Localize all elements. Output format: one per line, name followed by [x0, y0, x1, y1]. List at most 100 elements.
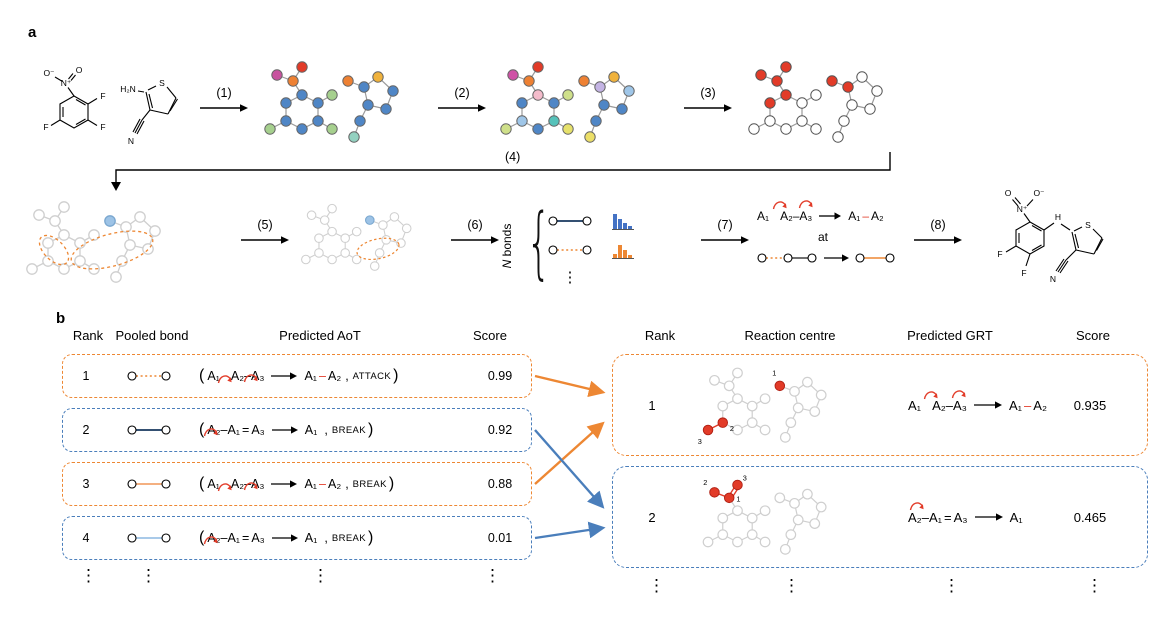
- bond-rewrite-pictogram: [757, 253, 895, 263]
- bond-score-histogram-orange-icon: [612, 245, 634, 259]
- red-curved-arrow-icon: [203, 426, 219, 437]
- svg-text:F: F: [100, 91, 105, 101]
- aot-type-label: ATTACK: [352, 370, 392, 382]
- brace-glyph: {: [526, 198, 552, 288]
- red-curved-arrow-icon: [217, 373, 233, 384]
- aot-row-1: 1 ( A₁ A₂–A₃ A₁–A₂ , ATTACK ) 0.99: [62, 354, 532, 398]
- header-predicted-grt: Predicted GRT: [907, 328, 993, 343]
- product-a1: A₁: [304, 531, 318, 545]
- arrow-right-icon: [819, 211, 842, 221]
- svg-text:O⁻: O⁻: [1033, 188, 1045, 198]
- aot-row-4: 4 ( A₂–A₁=A₃ A₁ , BREAK ) 0.01: [62, 516, 532, 560]
- arrow-right-icon: [271, 533, 298, 543]
- product-structure: N⁺ O O⁻ H S F F N: [997, 188, 1104, 284]
- panel-a-label: a: [28, 24, 37, 41]
- reaction-atom-1: [774, 380, 786, 392]
- reaction-atom-3: [732, 479, 743, 491]
- red-curved-arrow-icon: [243, 372, 259, 383]
- paren-open: (: [199, 367, 205, 384]
- svg-text:F: F: [997, 249, 1002, 259]
- arrow-right-icon: [241, 236, 289, 244]
- product-a1: A₁: [848, 209, 861, 223]
- header-predicted-aot: Predicted AoT: [279, 328, 361, 343]
- ellipsis: ⋮: [562, 269, 578, 286]
- candidate-bond-ellipse: [38, 234, 70, 266]
- product-a1: A₁: [304, 369, 318, 383]
- svg-text:N⁺: N⁺: [1017, 204, 1028, 214]
- atom-a3: A₃: [953, 509, 968, 525]
- paren-close: ): [368, 421, 374, 438]
- double-bond: =: [944, 509, 952, 525]
- svg-text:S: S: [159, 78, 165, 88]
- product-a2: A₂: [871, 209, 884, 223]
- red-curved-arrow-icon: [798, 198, 814, 209]
- reaction-centre-graph-1: 3 2 1: [698, 367, 827, 446]
- predicted-grt-expression: A₂–A₁=A₃ A₁: [907, 501, 1024, 525]
- step-2: (2): [436, 86, 488, 113]
- paren-close: ): [368, 529, 374, 546]
- product-a2: A₂: [1033, 397, 1047, 413]
- panel-b-label: b: [56, 310, 66, 327]
- step-6: (6): [450, 218, 500, 245]
- product-a1: A₁: [1009, 509, 1023, 525]
- orange-arrow: [534, 421, 605, 485]
- step-2-label: (2): [454, 86, 470, 100]
- product-a2: A₂: [327, 477, 342, 491]
- comma: ,: [324, 423, 328, 437]
- score-value: 0.92: [487, 423, 513, 437]
- paren-close: ): [393, 367, 399, 384]
- predicted-aot-expression: ( A₂–A₁=A₃ A₁ , BREAK ): [189, 422, 469, 438]
- svg-text:F: F: [43, 122, 48, 132]
- product-a1: A₁: [304, 423, 318, 437]
- rank-value: 1: [648, 397, 656, 413]
- svg-text:H: H: [1055, 212, 1061, 222]
- reaction-atom-2: [717, 417, 729, 428]
- bond-a2a3: A₂–A₃: [780, 209, 813, 223]
- paren-close: ): [388, 475, 395, 492]
- attention-graphs-step3: [748, 61, 883, 143]
- rank-value: 1: [82, 369, 90, 383]
- step-5: (5): [240, 218, 290, 245]
- svg-text:1: 1: [736, 495, 740, 504]
- red-curved-arrow-icon: [923, 389, 939, 400]
- double-bond: =: [242, 423, 250, 437]
- comma: ,: [345, 369, 349, 383]
- atom-a1: A₁: [908, 397, 922, 413]
- step-6-label: (6): [467, 218, 483, 232]
- score-value: 0.99: [487, 369, 513, 383]
- header-reaction-centre: Reaction centre: [744, 328, 836, 343]
- blue-arrow: [534, 521, 606, 540]
- step-7: (7): [700, 218, 750, 245]
- ellipsis: ⋮: [943, 576, 960, 595]
- red-curved-arrow-icon: [203, 534, 219, 545]
- comma: ,: [345, 477, 349, 491]
- rank-value: 4: [82, 531, 90, 545]
- arrow-right-icon: [973, 400, 1002, 410]
- aot-template-expression: A₁ A₂–A₃ A₁–A₂: [756, 200, 912, 226]
- rank-mapping-arrows: [534, 374, 606, 540]
- aot-type-label: BREAK: [331, 532, 367, 544]
- arrow-right-icon: [271, 425, 298, 435]
- atom-a1: A₁: [757, 209, 770, 223]
- step-3-label: (3): [700, 86, 716, 100]
- header-pooled-bond: Pooled bond: [115, 328, 189, 343]
- step-3: (3): [682, 86, 734, 113]
- arrow-right-icon: [914, 236, 962, 244]
- aot-row-2: 2 ( A₂–A₁=A₃ A₁ , BREAK ) 0.92: [62, 408, 532, 452]
- ellipsis: ⋮: [1086, 576, 1103, 595]
- svg-text:1: 1: [772, 369, 776, 378]
- aot-row-3: 3 ( A₁ A₂–A₃ A₁–A₂ , BREAK ) 0.88: [62, 462, 532, 506]
- svg-text:O: O: [76, 65, 83, 75]
- ellipsis: ⋮: [80, 566, 97, 585]
- pooled-bond-solid-orange-icon: [109, 478, 189, 490]
- n-italic: N: [500, 259, 514, 269]
- bond-dotted-orange-icon: [548, 245, 592, 255]
- predicted-aot-expression: ( A₁ A₂–A₃ A₁–A₂ , BREAK ): [189, 476, 469, 492]
- atom-colored-graphs-step2: [500, 61, 635, 143]
- new-bond: –: [319, 369, 326, 383]
- red-curved-arrow-icon: [951, 388, 967, 399]
- red-curved-arrow-icon: [909, 500, 925, 511]
- bond-distribution-list: ⋮: [548, 210, 678, 286]
- atom-a1: A₁: [207, 369, 220, 383]
- step-5-label: (5): [257, 218, 273, 232]
